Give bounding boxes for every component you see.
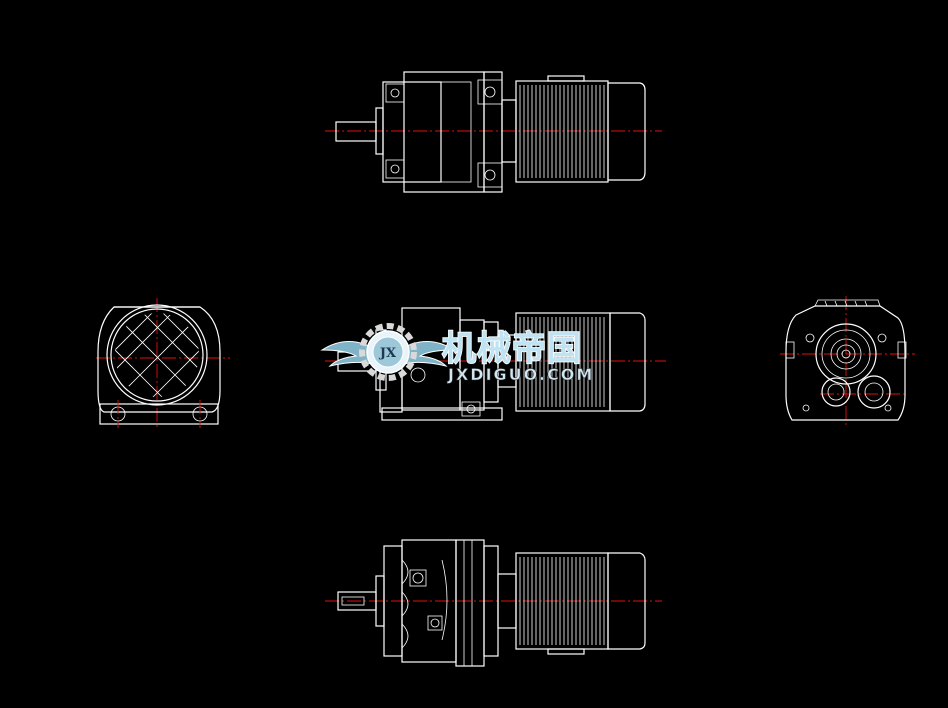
bottom-view — [325, 539, 662, 667]
front-view-motor-fins — [519, 317, 605, 407]
right-end-view — [780, 296, 915, 428]
top-view — [325, 71, 662, 193]
watermark-logo: JX 机械帝国 JXDIGUO.COM — [320, 323, 594, 384]
top-view-shaft — [335, 121, 377, 142]
bottom-view-motor-fins — [519, 557, 605, 645]
left-end-view-fan-grille — [115, 313, 199, 397]
watermark-site: JXDIGUO.COM — [447, 365, 594, 384]
watermark-title: 机械帝国 — [442, 329, 582, 369]
watermark-emblem-text: JX — [379, 346, 397, 361]
top-view-motor-fins — [519, 85, 605, 178]
watermark-gear-icon — [359, 323, 417, 381]
left-end-view — [96, 298, 230, 428]
